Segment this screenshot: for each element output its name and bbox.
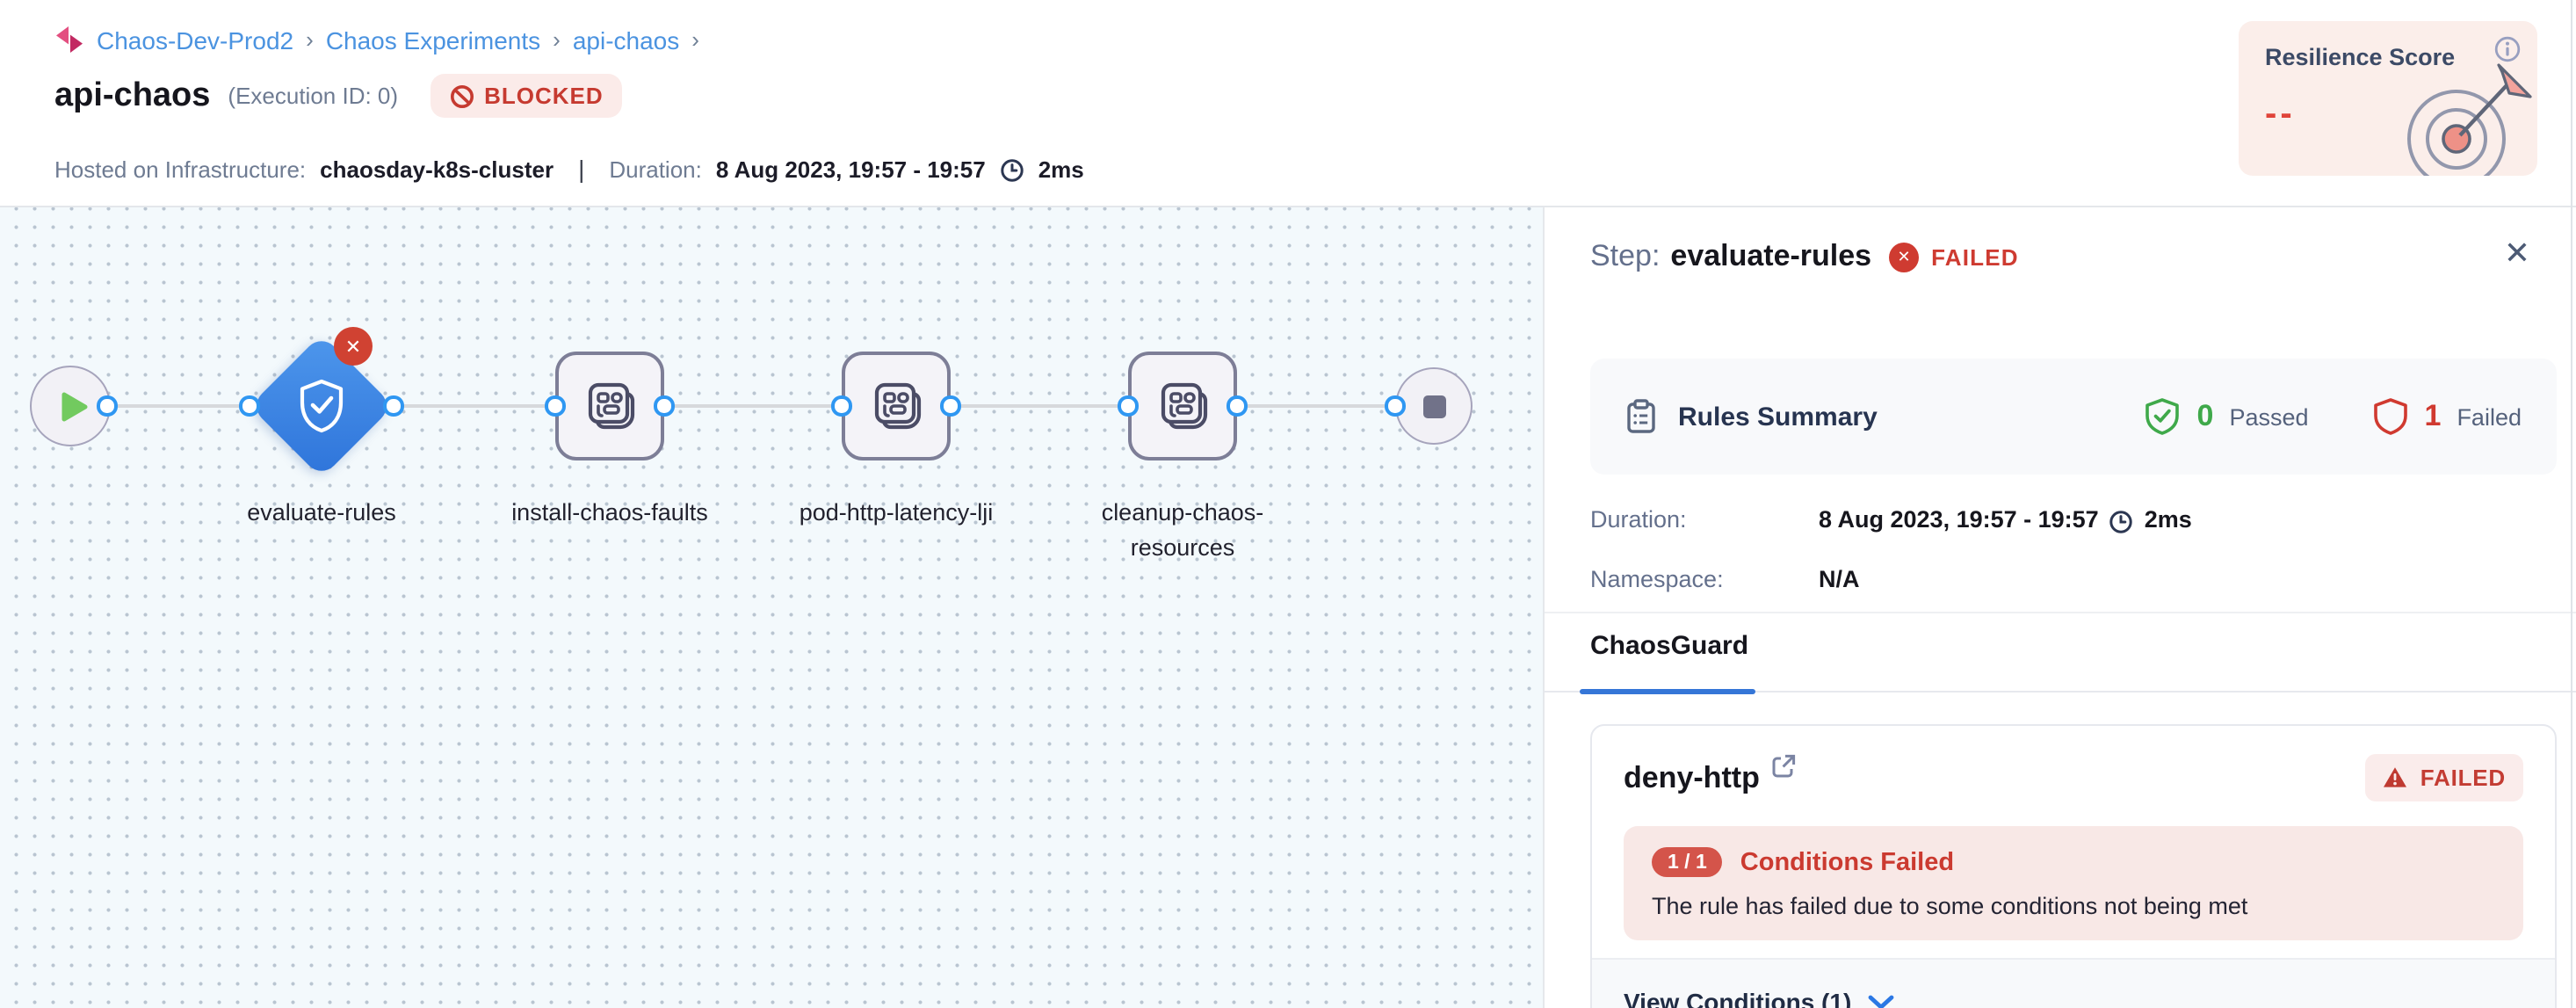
chaos-module-icon bbox=[54, 25, 84, 54]
shield-check-passed-icon bbox=[2145, 397, 2182, 436]
scrollbar[interactable] bbox=[2570, 0, 2572, 1008]
infra-value: chaosday-k8s-cluster bbox=[320, 156, 554, 182]
target-dart-illustration bbox=[2397, 47, 2537, 176]
resilience-score-card: Resilience Score -- bbox=[2239, 21, 2537, 176]
namespace-label: Namespace: bbox=[1590, 566, 1724, 592]
connector-dot[interactable] bbox=[545, 395, 565, 416]
chaos-fault-icon bbox=[1154, 378, 1211, 434]
rules-summary-card: Rules Summary 0 Passed 1 Failed bbox=[1590, 359, 2557, 475]
infra-label: Hosted on Infrastructure: bbox=[54, 156, 307, 182]
passed-label: Passed bbox=[2229, 403, 2309, 430]
passed-count: 0 bbox=[2196, 399, 2214, 432]
breadcrumb-project[interactable]: Chaos-Dev-Prod2 bbox=[97, 25, 294, 54]
node-label: evaluate-rules bbox=[247, 499, 396, 526]
duration-label: Duration: bbox=[609, 156, 702, 182]
chaos-fault-icon bbox=[868, 378, 924, 434]
status-badge-blocked: BLOCKED bbox=[430, 74, 623, 118]
clock-icon bbox=[1000, 158, 1024, 183]
connector-dot[interactable] bbox=[1226, 395, 1247, 416]
connector-dot[interactable] bbox=[383, 395, 403, 416]
connector-dot[interactable] bbox=[1118, 395, 1138, 416]
external-link-icon[interactable] bbox=[1772, 754, 1797, 787]
step-details-header: Step: evaluate-rules ✕ FAILED ✕ bbox=[1590, 236, 2530, 274]
chevron-down-icon bbox=[1867, 995, 1893, 1008]
step-name: evaluate-rules bbox=[1670, 239, 1872, 272]
close-icon[interactable]: ✕ bbox=[2503, 236, 2530, 271]
pipeline-node-cleanup-chaos-resources[interactable] bbox=[1128, 352, 1237, 460]
rule-name-link[interactable]: deny-http bbox=[1624, 760, 1760, 794]
conditions-failed-title: Conditions Failed bbox=[1740, 848, 1955, 876]
pipeline-node-pod-http-latency[interactable] bbox=[842, 352, 951, 460]
connector-dot[interactable] bbox=[239, 395, 259, 416]
breadcrumb-experiments[interactable]: Chaos Experiments bbox=[325, 25, 541, 54]
rule-card-header: deny-http FAILED bbox=[1592, 726, 2555, 823]
pipeline-node-install-chaos-faults[interactable] bbox=[555, 352, 664, 460]
connector-dot[interactable] bbox=[1385, 395, 1405, 416]
namespace-value: N/A bbox=[1819, 566, 1860, 592]
stop-icon bbox=[1422, 395, 1445, 417]
rule-status-badge: FAILED bbox=[2365, 754, 2523, 801]
node-label: pod-http-latency-lji bbox=[799, 499, 994, 526]
duration-label: Duration: bbox=[1590, 506, 1687, 533]
shield-failed-icon bbox=[2372, 397, 2409, 436]
pipeline-connector-line bbox=[70, 403, 1434, 408]
step-status-failed: FAILED bbox=[1931, 243, 2019, 270]
execution-id: (Execution ID: 0) bbox=[228, 83, 399, 109]
node-label: install-chaos-faults bbox=[511, 499, 708, 526]
clock-icon bbox=[2109, 509, 2134, 533]
breadcrumb-separator: › bbox=[553, 26, 561, 53]
info-icon[interactable] bbox=[2493, 35, 2522, 72]
chaos-fault-icon bbox=[582, 378, 638, 434]
conditions-failed-alert: 1 / 1 Conditions Failed The rule has fai… bbox=[1624, 826, 2523, 940]
page-title: api-chaos bbox=[54, 76, 211, 113]
namespace-row: Namespace: N/A bbox=[1590, 566, 1860, 592]
conditions-count-badge: 1 / 1 bbox=[1652, 847, 1723, 877]
duration-value: 8 Aug 2023, 19:57 - 19:57 bbox=[1819, 506, 2099, 533]
failed-count: 1 bbox=[2424, 399, 2442, 432]
breadcrumb-separator: › bbox=[691, 26, 699, 53]
failed-circle-icon: ✕ bbox=[1889, 242, 1920, 272]
warning-triangle-icon bbox=[2384, 766, 2408, 789]
view-conditions-label: View Conditions (1) bbox=[1624, 987, 1852, 1008]
step-details-panel: Step: evaluate-rules ✕ FAILED ✕ Rules Su… bbox=[1543, 207, 2576, 1008]
play-icon bbox=[61, 391, 87, 421]
breadcrumb: Chaos-Dev-Prod2 › Chaos Experiments › ap… bbox=[54, 25, 699, 54]
duration-elapsed: 2ms bbox=[1038, 156, 1084, 182]
connector-dot[interactable] bbox=[940, 395, 960, 416]
view-conditions-toggle[interactable]: View Conditions (1) bbox=[1592, 958, 2555, 1008]
rules-summary-title: Rules Summary bbox=[1678, 402, 1878, 431]
tab-chaosguard[interactable]: ChaosGuard bbox=[1590, 631, 1749, 661]
top-header: Chaos-Dev-Prod2 › Chaos Experiments › ap… bbox=[0, 0, 2576, 207]
pipeline-canvas[interactable]: ✕ bbox=[0, 207, 1543, 1008]
node-failed-badge-icon: ✕ bbox=[334, 327, 373, 366]
duration-elapsed: 2ms bbox=[2144, 506, 2192, 533]
shield-check-icon bbox=[297, 378, 346, 443]
connector-dot[interactable] bbox=[654, 395, 674, 416]
duration-row: Duration: 8 Aug 2023, 19:57 - 19:57 2ms bbox=[1590, 506, 2192, 533]
pipeline-node-end[interactable] bbox=[1395, 367, 1473, 445]
breadcrumb-separator: › bbox=[306, 26, 314, 53]
resilience-score-value: -- bbox=[2265, 95, 2296, 134]
rule-card-deny-http: deny-http FAILED bbox=[1590, 724, 2557, 1008]
resilience-score-title: Resilience Score bbox=[2265, 44, 2456, 70]
connector-dot[interactable] bbox=[831, 395, 851, 416]
duration-value: 8 Aug 2023, 19:57 - 19:57 bbox=[715, 156, 986, 182]
conditions-failed-message: The rule has failed due to some conditio… bbox=[1652, 893, 2248, 919]
step-label: Step: bbox=[1590, 239, 1661, 272]
panel-tabbar: ChaosGuard bbox=[1545, 612, 2576, 694]
active-tab-underline bbox=[1580, 688, 1755, 694]
clipboard-icon bbox=[1625, 399, 1657, 434]
node-label: cleanup-chaos-resources bbox=[1101, 499, 1264, 561]
connector-dot[interactable] bbox=[97, 395, 117, 416]
meta-row: Hosted on Infrastructure: chaosday-k8s-c… bbox=[54, 155, 1084, 183]
failed-label: Failed bbox=[2457, 403, 2522, 430]
breadcrumb-experiment-name[interactable]: api-chaos bbox=[572, 25, 680, 54]
title-row: api-chaos (Execution ID: 0) BLOCKED bbox=[54, 74, 623, 118]
no-entry-icon bbox=[449, 83, 474, 108]
meta-divider: | bbox=[578, 155, 585, 183]
